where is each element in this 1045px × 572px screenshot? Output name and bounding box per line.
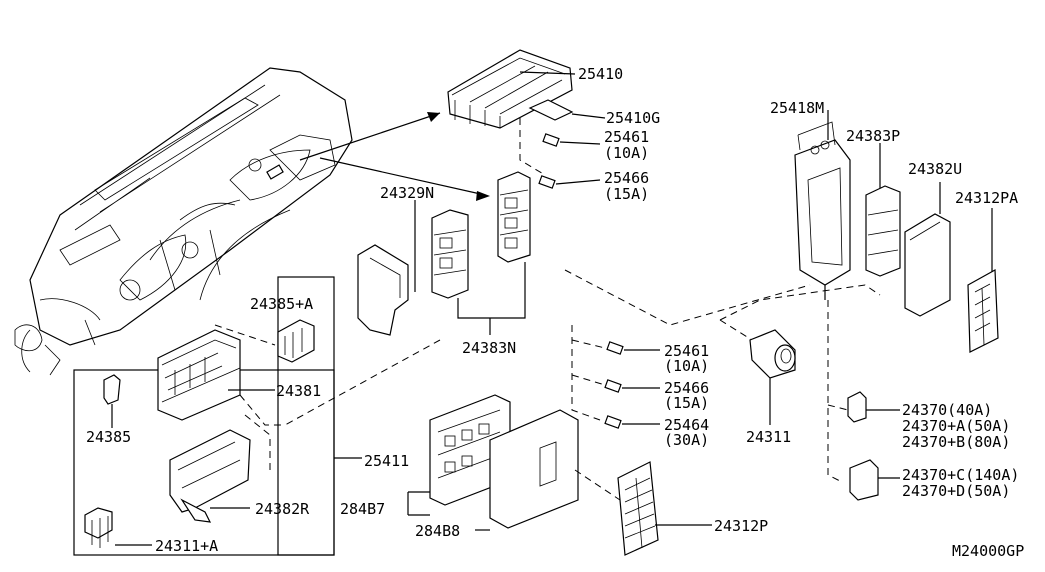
label-24382U: 24382U [908,160,962,178]
cover-24382U [904,182,951,317]
label-24312P: 24312P [714,517,768,535]
label-24370-A: 24370+A(50A) [902,417,1010,435]
connector-24311 [749,329,796,425]
label-24385A: 24385+A [250,295,313,313]
relay-block-24383P [865,143,901,277]
relay-block-24383N-left [431,209,469,299]
bracket-24329N [357,200,416,336]
frame-25418M [794,110,851,300]
label-card-24312PA [967,208,999,353]
mini-fuse-25464 [604,415,660,429]
relay-24385A [277,319,315,363]
label-25464: 25464 [664,416,709,434]
label-24381: 24381 [276,382,321,400]
label-25418M: 25418M [770,99,824,117]
fusible-link-24370-C [849,459,900,501]
label-25466-top-rating: (15A) [604,185,649,203]
mini-fuse-25461-top [542,133,601,147]
label-24329N: 24329N [380,184,434,202]
label-24370-40A: 24370(40A) [902,401,992,419]
mini-fuse-25466-top [538,175,601,189]
part-labels: 25410 25410G 25461 (10A) 25466 (15A) 243… [86,65,1024,560]
label-24370-B: 24370+B(80A) [902,433,1010,451]
relay-block-24381 [157,329,275,421]
instrument-panel-illustration [14,67,353,376]
cover-284B8 [489,409,579,529]
label-24382R: 24382R [255,500,310,518]
mini-fuse-25466-bottom [604,379,660,393]
label-284B7: 284B7 [340,500,385,518]
fuse-strip-25410G [528,99,606,121]
label-25466-top: 25466 [604,169,649,187]
label-25410: 25410 [578,65,623,83]
label-24385: 24385 [86,428,131,446]
label-25466-bottom-rating: (15A) [664,394,709,412]
label-card-24312P [617,461,712,556]
label-284B8: 284B8 [415,522,460,540]
connector-24311A [84,507,152,548]
label-25411: 25411 [364,452,409,470]
fuse-block-25410 [447,49,576,129]
label-25461-top-rating: (10A) [604,144,649,162]
label-24370-D: 24370+D(50A) [902,482,1010,500]
label-24311: 24311 [746,428,791,446]
label-25410G: 25410G [606,109,660,127]
relay-block-24383N-right [497,171,531,263]
location-arrows [299,112,490,201]
mini-fuse-25461-bottom [606,341,660,355]
diagram-id: M24000GP [952,542,1024,560]
label-24383N: 24383N [462,339,516,357]
label-24311A: 24311+A [155,537,218,555]
label-25461-top: 25461 [604,128,649,146]
relay-24385 [103,374,121,428]
label-24370-C: 24370+C(140A) [902,466,1019,484]
label-25461-bottom: 25461 [664,342,709,360]
label-24383P: 24383P [846,127,900,145]
label-25464-rating: (30A) [664,431,709,449]
label-24312PA: 24312PA [955,189,1018,207]
cover-24382R [169,429,251,523]
fusible-link-24370 [847,391,900,423]
label-25461-bottom-rating: (10A) [664,357,709,375]
label-25466-bottom: 25466 [664,379,709,397]
